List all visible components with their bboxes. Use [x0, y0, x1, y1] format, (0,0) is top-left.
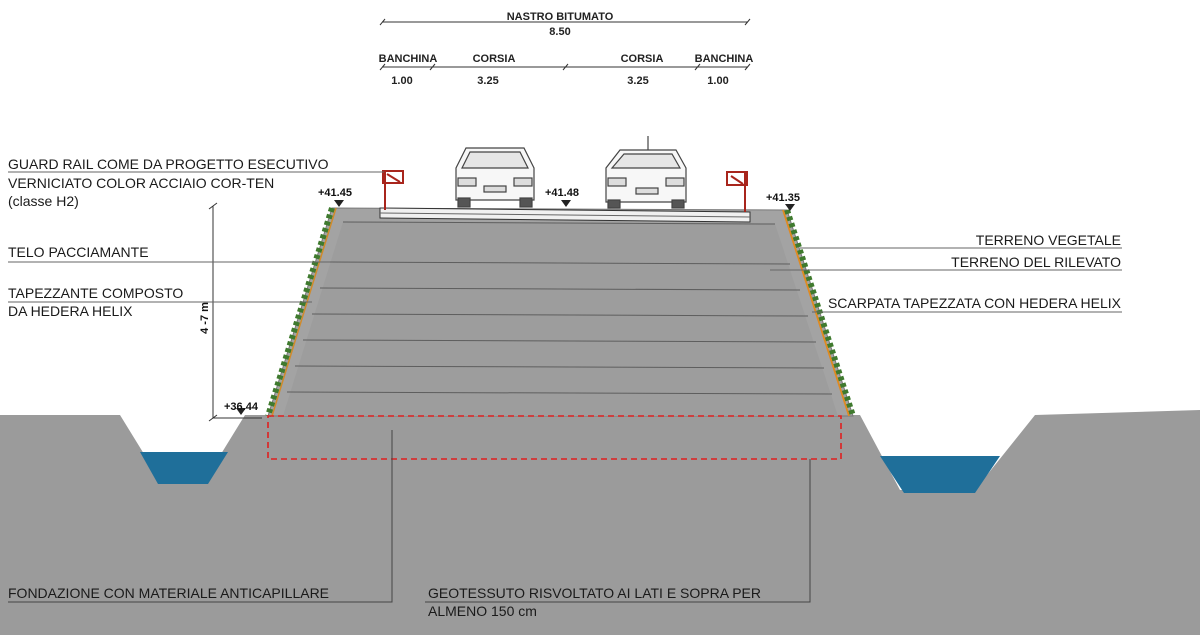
left-slope-edge: [271, 207, 337, 417]
nastro-label: NASTRO BITUMATO: [507, 11, 614, 23]
guard-rail-right: [726, 171, 748, 212]
banchina-right-label: BANCHINA: [695, 53, 754, 65]
geotessuto-label-1: GEOTESSUTO RISVOLTATO AI LATI E SOPRA PE…: [428, 585, 761, 601]
embankment-core: [283, 222, 838, 416]
left-leaders: [8, 171, 384, 303]
banchina-left-value: 1.00: [391, 75, 412, 87]
tapezzante-label-2: DA HEDERA HELIX: [8, 303, 133, 319]
right-ditch-water: [880, 456, 1000, 493]
bottom-leaders: [8, 430, 811, 603]
corsia-right-label: CORSIA: [621, 53, 664, 65]
geotessuto-label-2: ALMENO 150 cm: [428, 603, 537, 619]
guard-rail-label-2: VERNICIATO COLOR ACCIAIO COR-TEN: [8, 175, 274, 191]
terreno-rilevato-label: TERRENO DEL RILEVATO: [951, 254, 1121, 270]
height-dimension: [208, 202, 262, 422]
corsia-left-label: CORSIA: [473, 53, 516, 65]
left-slope-vegetation: [265, 207, 335, 417]
scarpata-label: SCARPATA TAPEZZATA CON HEDERA HELIX: [828, 295, 1122, 311]
banchina-right-value: 1.00: [707, 75, 728, 87]
guard-rail-label-3: (classe H2): [8, 193, 79, 209]
elevation-left-bottom: +36.44: [224, 401, 259, 413]
car-right: [605, 136, 687, 209]
corsia-left-value: 3.25: [477, 75, 498, 87]
guard-rail-label-1: GUARD RAIL COME DA PROGETTO ESECUTIVO: [8, 156, 329, 172]
ground: [0, 410, 1200, 635]
dimension-lines: [379, 18, 751, 71]
geotextile-box: [267, 415, 842, 460]
fondazione-label: FONDAZIONE CON MATERIALE ANTICAPILLARE: [8, 585, 329, 601]
height-label: 4 -7 m: [199, 302, 211, 334]
corsia-right-value: 3.25: [627, 75, 648, 87]
right-slope-vegetation: [784, 209, 856, 417]
elevation-right-top: +41.35: [766, 192, 800, 204]
layer-lines: [286, 221, 833, 395]
elevation-left-top: +41.45: [318, 187, 352, 199]
guard-rail-left: [382, 170, 404, 210]
telo-label: TELO PACCIAMANTE: [8, 244, 149, 260]
tapezzante-label-1: TAPEZZANTE COMPOSTO: [8, 285, 183, 301]
banchina-left-label: BANCHINA: [379, 53, 438, 65]
terreno-vegetale-label: TERRENO VEGETALE: [976, 232, 1121, 248]
elevation-markers: [236, 200, 795, 415]
left-ditch-water: [140, 452, 228, 484]
elevation-center: +41.48: [545, 187, 579, 199]
right-leaders: [770, 247, 1122, 313]
car-left: [455, 147, 535, 208]
right-slope-edge: [782, 209, 850, 417]
nastro-value: 8.50: [549, 26, 570, 38]
